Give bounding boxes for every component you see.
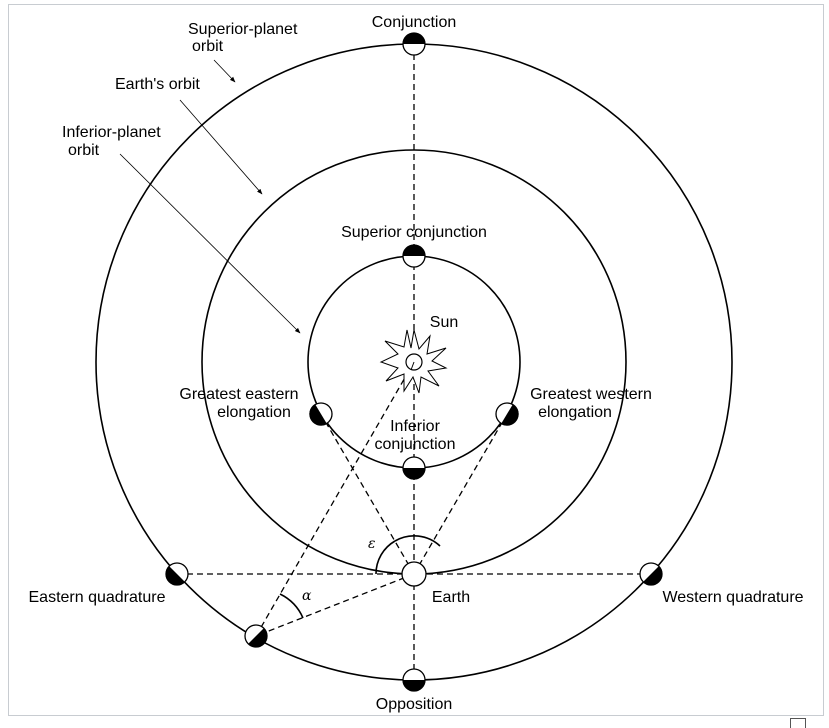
eastern-elongation-line — [320, 413, 415, 575]
planet-opposition-icon — [402, 668, 426, 692]
planet-sw-icon — [244, 624, 268, 648]
sun-planet-line — [255, 361, 415, 637]
earth-orbit-pointer — [179, 99, 263, 195]
greatest-western-label-1: Greatest western — [530, 386, 652, 403]
alpha-symbol: α — [302, 588, 312, 604]
earth-planet-line — [255, 573, 415, 637]
greatest-western-label-2: elongation — [538, 404, 612, 421]
greatest-eastern-label-1: Greatest eastern — [179, 386, 298, 403]
planet-superior-conjunction-icon — [402, 244, 426, 268]
planet-greatest-western-icon — [495, 402, 519, 426]
superior-orbit-label-1: Superior-planet — [188, 21, 298, 38]
earth-label: Earth — [432, 589, 470, 606]
western-quadrature-label: Western quadrature — [662, 589, 803, 606]
epsilon-angle-arc-2 — [394, 535, 441, 547]
eastern-quadrature-label: Eastern quadrature — [29, 589, 166, 606]
greatest-eastern-label-2: elongation — [217, 404, 291, 421]
conjunction-label: Conjunction — [372, 14, 457, 31]
planet-conjunction-icon — [402, 32, 426, 56]
inferior-conjunction-label-2: conjunction — [375, 436, 456, 453]
superior-orbit-label-2: orbit — [192, 38, 224, 55]
sun-label: Sun — [430, 314, 458, 331]
epsilon-symbol: ε — [368, 536, 376, 552]
western-elongation-line — [413, 413, 508, 575]
planet-eastern-quadrature-icon — [165, 562, 189, 586]
planet-western-quadrature-icon — [639, 562, 663, 586]
planet-greatest-eastern-icon — [309, 402, 333, 426]
enlarge-icon[interactable] — [790, 718, 806, 728]
inferior-conjunction-label-1: Inferior — [390, 418, 440, 435]
inferior-orbit-label-1: Inferior-planet — [62, 124, 161, 141]
opposition-label: Opposition — [376, 696, 453, 713]
inferior-orbit-label-2: orbit — [68, 142, 100, 159]
inferior-orbit-pointer — [119, 153, 301, 334]
planet-inferior-conjunction-icon — [402, 456, 426, 480]
sun-icon — [379, 329, 448, 394]
superior-orbit-pointer — [213, 59, 236, 83]
earth-orbit-label: Earth's orbit — [115, 76, 200, 93]
alpha-angle-arc — [279, 593, 304, 619]
epsilon-angle-arc — [375, 540, 396, 575]
earth-icon — [401, 561, 427, 587]
superior-conjunction-label: Superior conjunction — [341, 224, 487, 241]
